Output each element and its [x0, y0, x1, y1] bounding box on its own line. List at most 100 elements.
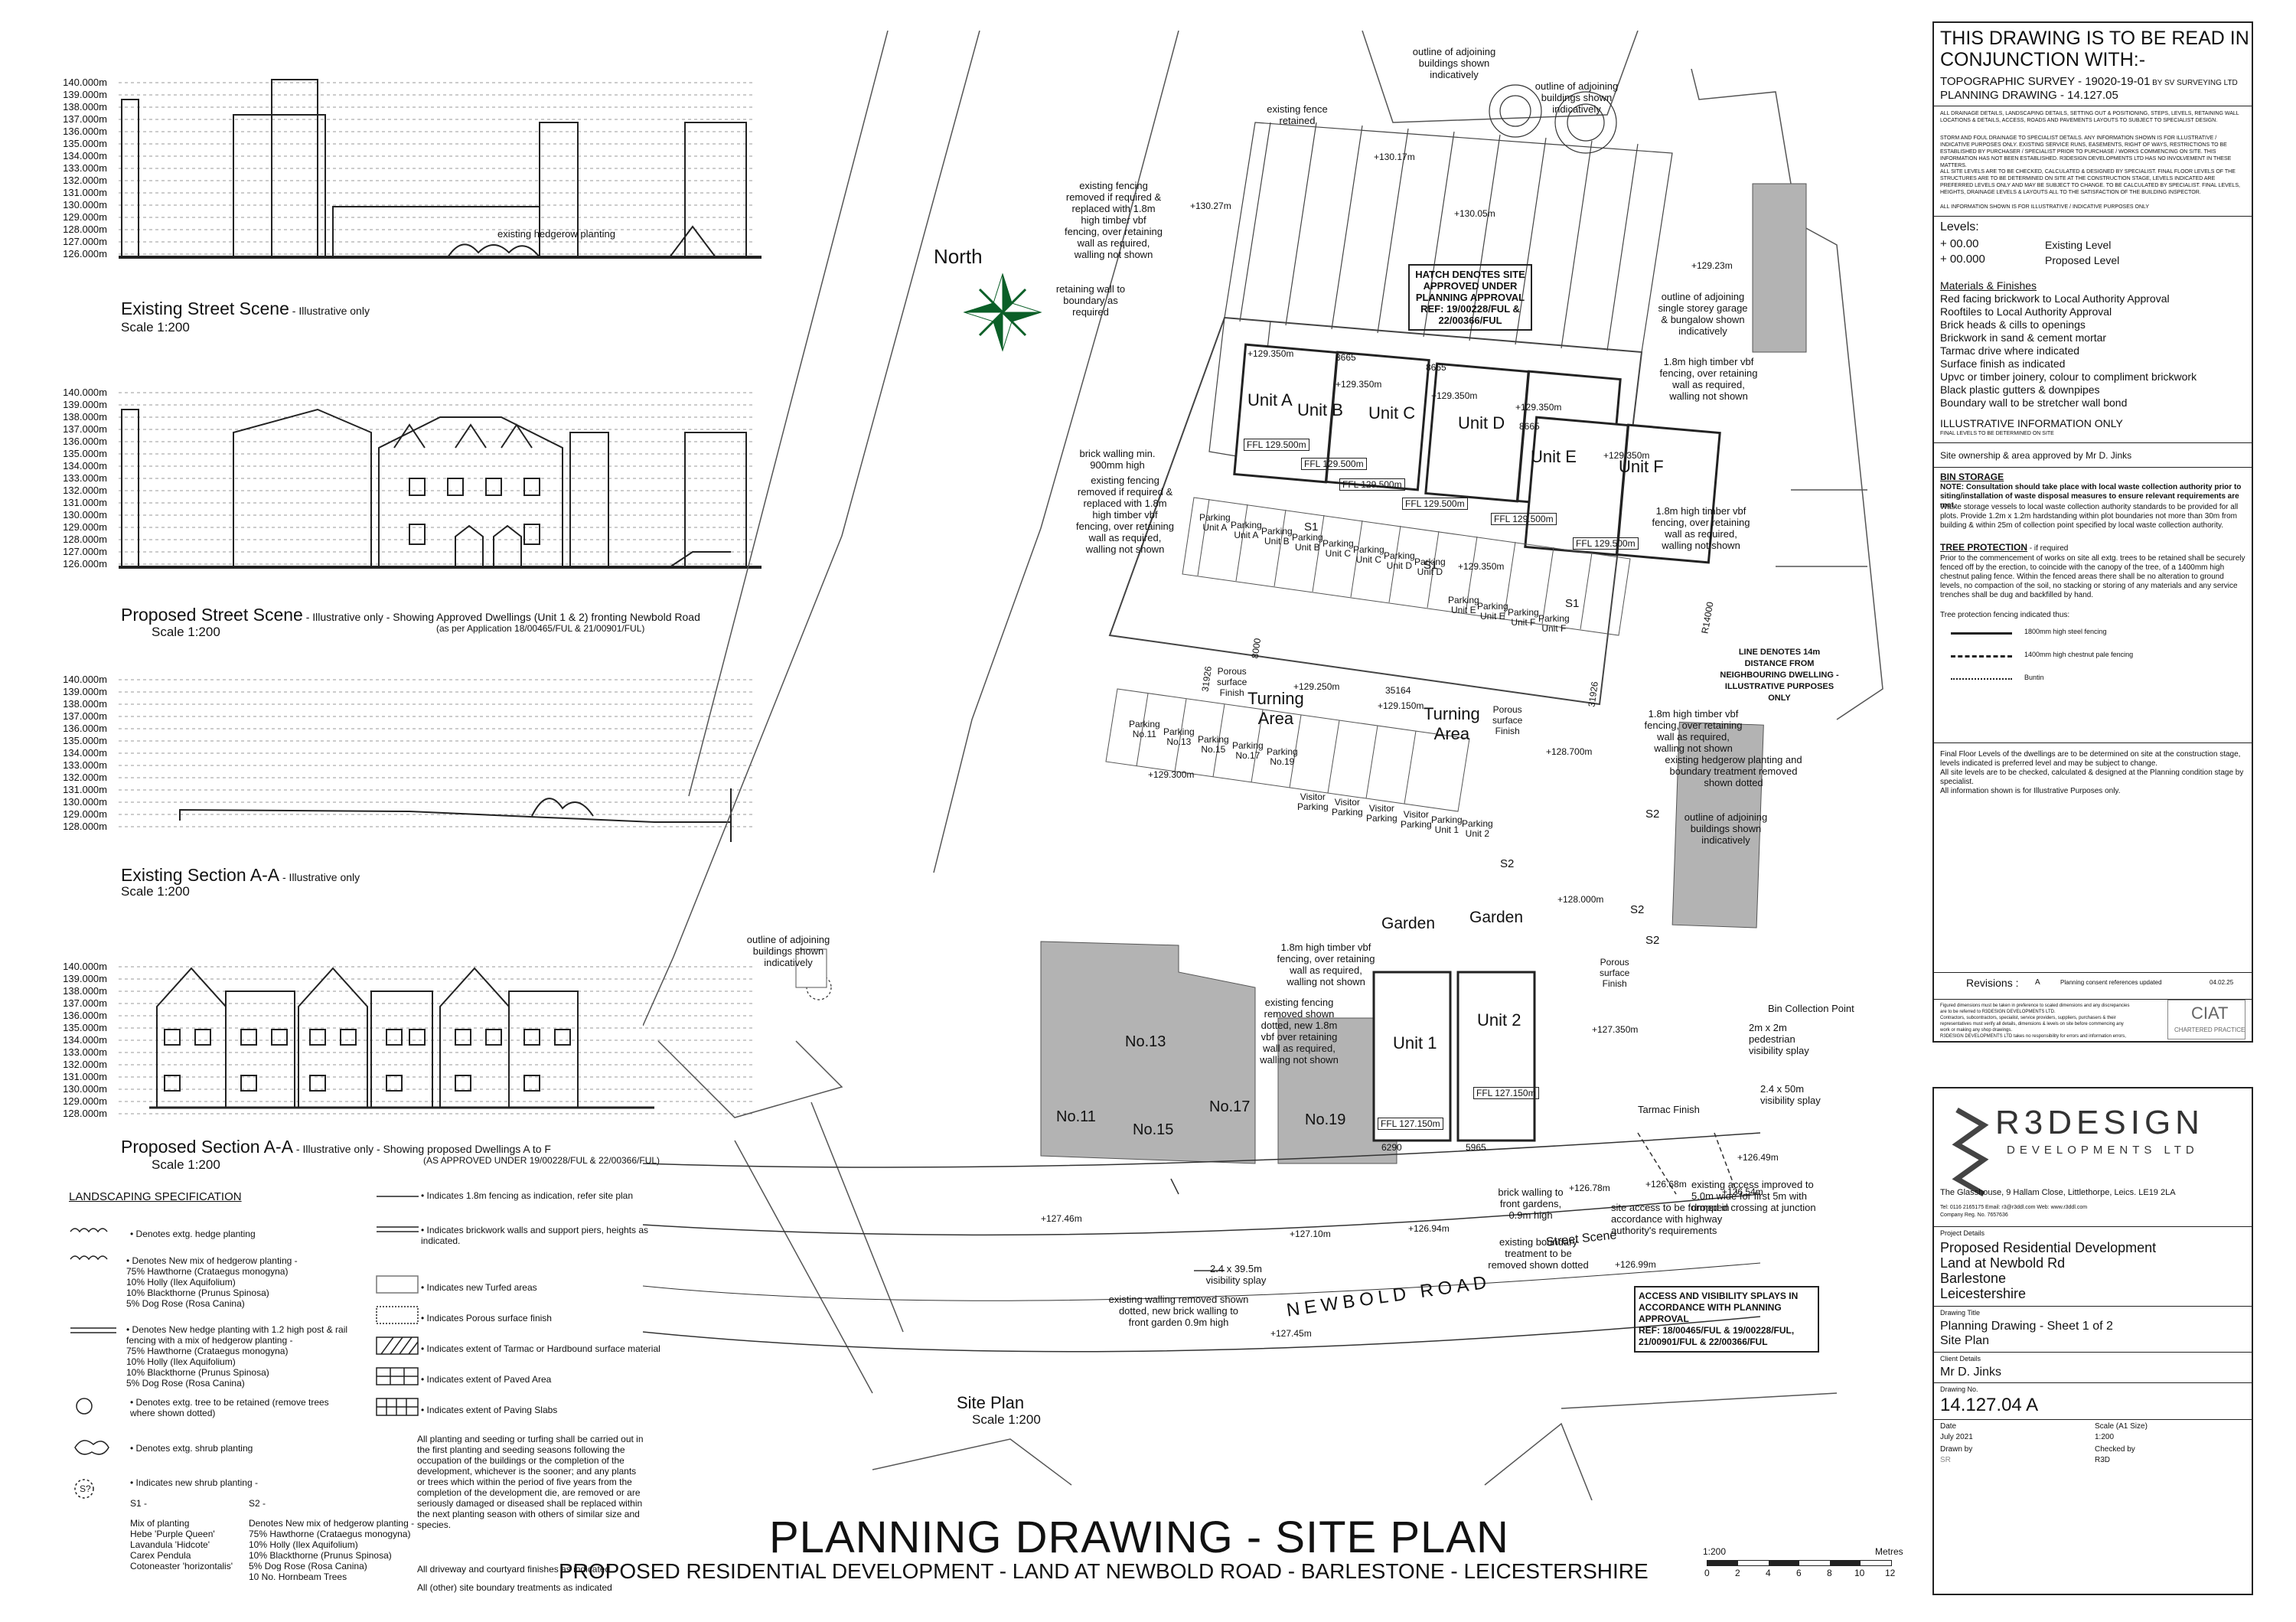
level-mark: +129.350m — [1458, 561, 1505, 572]
level-label: 134.000m — [63, 150, 107, 162]
parking-label: Parking No.11 — [1129, 719, 1160, 739]
level-label: 140.000m — [63, 77, 107, 88]
site-note: outline of adjoining buildings shown ind… — [1412, 46, 1496, 80]
unit-label: Unit B — [1297, 400, 1343, 419]
level-label: 129.000m — [63, 808, 107, 820]
level-label: 126.000m — [63, 558, 107, 569]
ownership-note: Site ownership & area approved by Mr D. … — [1940, 450, 2132, 461]
existing-section-scale: Scale 1:200 — [121, 884, 190, 899]
material-item: Upvc or timber joinery, colour to compli… — [1940, 370, 2197, 383]
area-label: Porous surface Finish — [1600, 957, 1630, 989]
level-mark: +129.350m — [1247, 348, 1294, 359]
levels-heading: Levels: — [1940, 220, 1979, 233]
site-note: 2.4 x 50m visibility splay — [1760, 1083, 1821, 1106]
scale-tick: 12 — [1885, 1568, 1896, 1578]
site-plan: North HATCH DENOTES SITE APPROVED UNDER … — [643, 31, 1913, 1500]
unit-label: Unit 2 — [1477, 1010, 1521, 1030]
parking-label: Parking No.17 — [1232, 740, 1264, 761]
parking-label: Visitor Parking — [1332, 797, 1363, 818]
level-label: 140.000m — [63, 674, 107, 685]
level-mark: +127.46m — [1041, 1213, 1082, 1224]
landscape-symbols: S? — [70, 1228, 116, 1499]
tree-text: Prior to the commencement of works on si… — [1940, 554, 2245, 599]
drawing-no-label: Drawing No. — [1940, 1385, 1978, 1393]
parking-label: Parking Unit B — [1292, 532, 1323, 553]
level-label: 131.000m — [63, 784, 107, 795]
existing-street-drawing — [119, 79, 762, 259]
dimension: 5965 — [1466, 1142, 1486, 1153]
client-label: Client Details — [1940, 1355, 1981, 1363]
scale-tick: 2 — [1735, 1568, 1740, 1578]
house-label: No.17 — [1209, 1098, 1251, 1115]
level-mark: +127.350m — [1592, 1024, 1639, 1035]
landscape-item: • Denotes New mix of hedgerow planting -… — [126, 1255, 298, 1309]
fence-symbol — [1951, 632, 2012, 635]
level-label: 131.000m — [63, 1071, 107, 1082]
level-label: 134.000m — [63, 747, 107, 759]
level-label: 134.000m — [63, 1034, 107, 1046]
level-mark: +129.350m — [1515, 402, 1562, 413]
existing-level-label: Existing Level — [2045, 239, 2112, 251]
level-label: 130.000m — [63, 1083, 107, 1095]
parking-label: Parking Unit D — [1414, 556, 1446, 577]
proposed-section-scale: Scale 1:200 — [152, 1157, 220, 1172]
site-plan-scale: Scale 1:200 — [972, 1412, 1041, 1427]
level-mark: +126.49m — [1737, 1152, 1779, 1163]
landscape-boundary: All (other) site boundary treatments as … — [417, 1582, 612, 1593]
fence-type: Buntin — [2024, 674, 2044, 681]
scale-tick: 0 — [1704, 1568, 1710, 1578]
unit-label: Unit D — [1458, 413, 1505, 432]
level-label: 126.000m — [63, 248, 107, 259]
project-line: Proposed Residential Development — [1940, 1240, 2157, 1255]
level-label: 133.000m — [63, 759, 107, 771]
site-note: outline of adjoining buildings shown ind… — [746, 934, 830, 968]
existing-street-scale: Scale 1:200 — [121, 320, 190, 335]
site-note: existing fence retained — [1267, 103, 1328, 126]
parking-label: Parking Unit E — [1477, 601, 1508, 622]
level-label: 134.000m — [63, 460, 107, 472]
small-note: ALL SITE LEVELS ARE TO BE CHECKED, CALCU… — [1940, 169, 2241, 195]
level-mark: +129.350m — [1431, 390, 1478, 401]
level-mark: +126.94m — [1408, 1223, 1450, 1234]
proposed-section-sub2: (AS APPROVED UNDER 19/00228/FUL & 22/003… — [423, 1155, 660, 1166]
revision-letter: A — [2035, 978, 2040, 987]
level-label: 135.000m — [63, 448, 107, 459]
parking-label: Parking Unit A — [1199, 512, 1231, 533]
read-heading: THIS DRAWING IS TO BE READ IN CONJUNCTIO… — [1940, 28, 2249, 70]
level-mark: +129.250m — [1293, 681, 1340, 692]
landscape-item: • Indicates 1.8m fencing as indication, … — [421, 1190, 634, 1201]
material-item: Red facing brickwork to Local Authority … — [1940, 292, 2170, 305]
area-label: Garden — [1469, 909, 1524, 926]
landscape-para: All planting and seeding or turfing shal… — [417, 1434, 644, 1530]
planting-label: S2 — [1645, 934, 1660, 947]
level-label: 132.000m — [63, 175, 107, 186]
tree-suffix: - if required — [2027, 544, 2069, 553]
level-label: 131.000m — [63, 187, 107, 198]
planting-label: S2 — [1645, 808, 1660, 821]
existing-section-title: Existing Section A-A - Illustrative only — [121, 865, 360, 886]
parking-label: Visitor Parking — [1401, 809, 1432, 830]
small-note: STORM AND FOUL DRAINAGE TO SPECIALIST DE… — [1940, 135, 2232, 168]
proposed-street-sub: - Illustrative only - Showing Approved D… — [302, 611, 700, 623]
access-note: ACCESS AND VISIBILITY SPLAYS IN ACCORDAN… — [1634, 1286, 1819, 1353]
hatch-note: HATCH DENOTES SITE APPROVED UNDER PLANNI… — [1408, 264, 1532, 331]
level-mark: +129.150m — [1378, 700, 1424, 711]
title-block: R3DESIGN DEVELOPMENTS LTD The Glasshouse… — [1932, 1087, 2253, 1595]
house-label: No.13 — [1125, 1033, 1166, 1050]
site-note: outline of adjoining buildings shown ind… — [1684, 811, 1768, 846]
level-label: 139.000m — [63, 89, 107, 100]
area-label: Porous surface Finish — [1492, 704, 1523, 736]
revision-text: Planning consent references updated — [2060, 979, 2162, 986]
ffl-label: FFL 129.500m — [1244, 439, 1309, 451]
scale-tick: 8 — [1827, 1568, 1832, 1578]
parking-label: Parking Unit 1 — [1431, 814, 1463, 835]
planning-ref: PLANNING DRAWING - 14.127.05 — [1940, 89, 2118, 102]
level-label: 139.000m — [63, 399, 107, 410]
level-label: 128.000m — [63, 224, 107, 235]
parking-label: Visitor Parking — [1366, 803, 1397, 824]
illustrative-heading: ILLUSTRATIVE INFORMATION ONLY — [1940, 417, 2123, 429]
area-label: Turning Area — [1247, 689, 1304, 728]
level-mark: +127.10m — [1290, 1229, 1331, 1239]
area-label: Garden — [1381, 915, 1436, 932]
